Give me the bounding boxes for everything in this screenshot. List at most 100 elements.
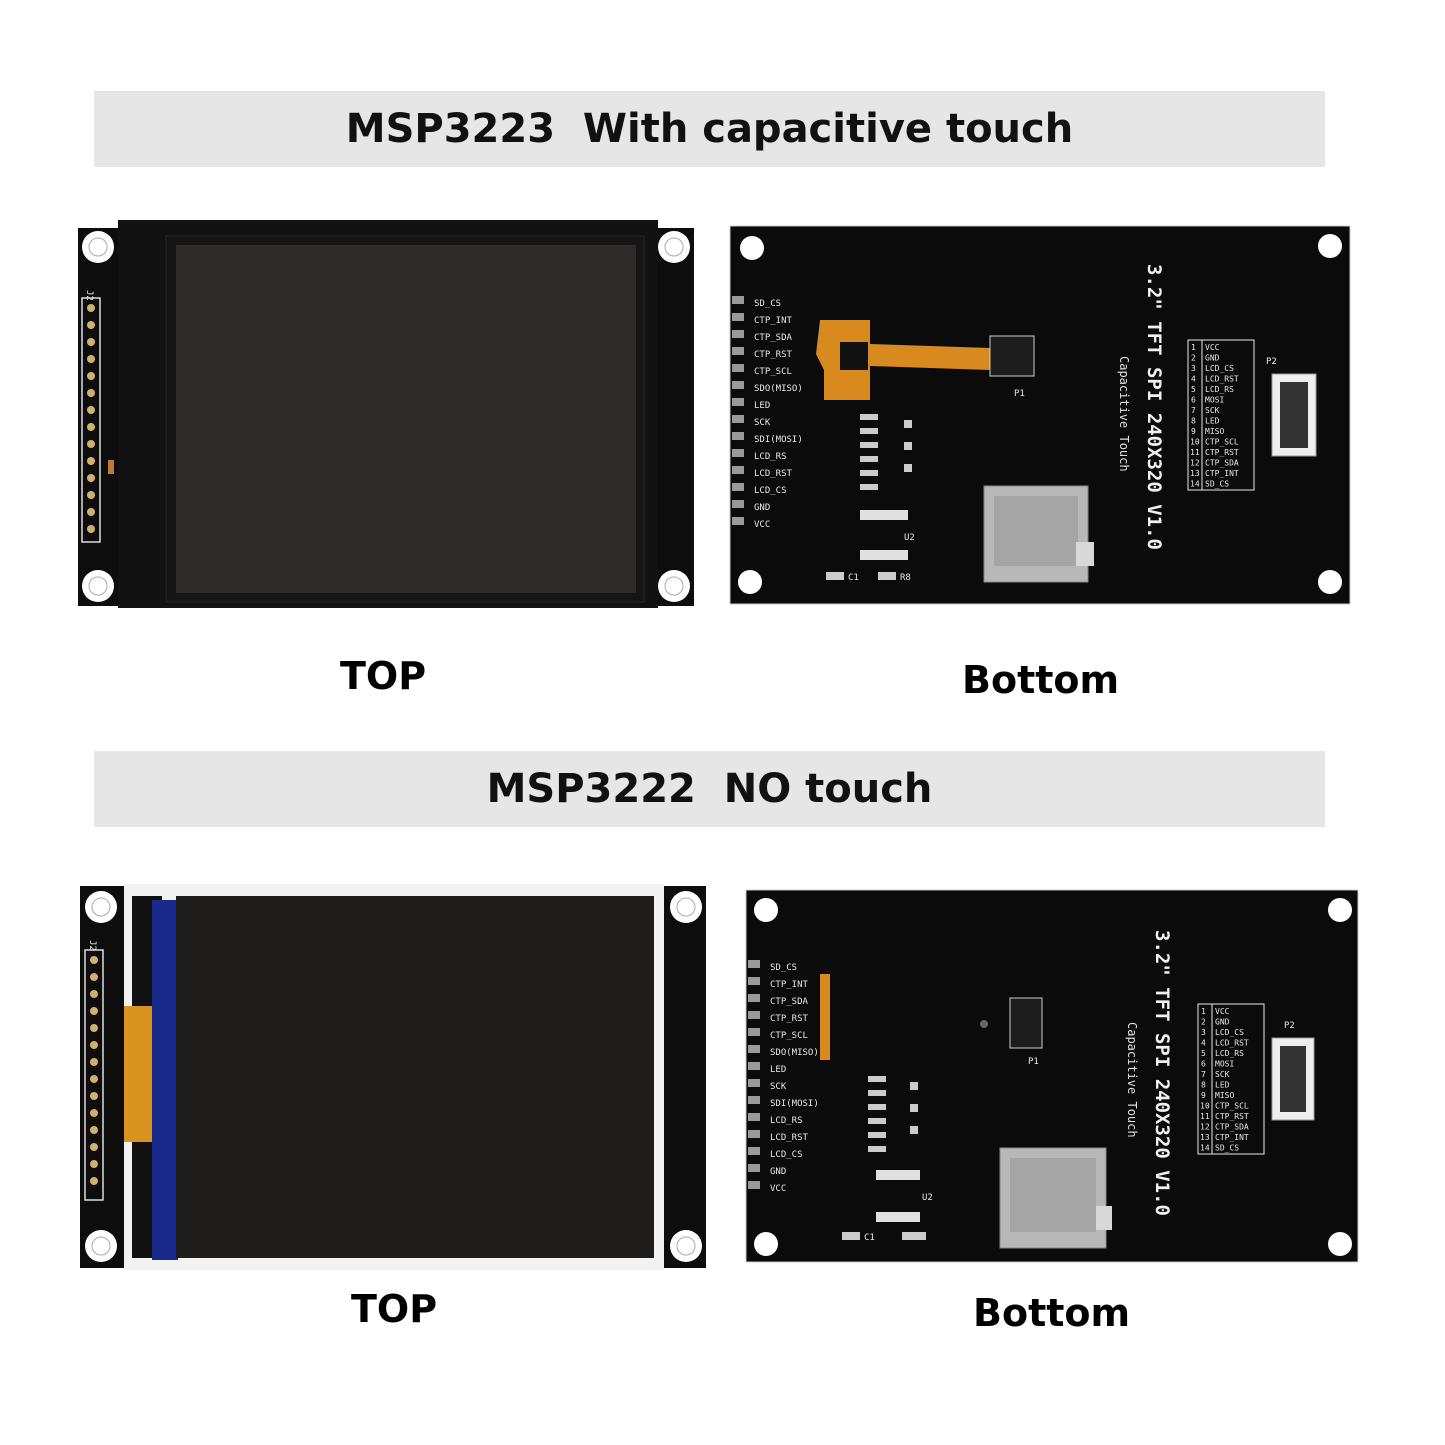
svg-text:CTP_INT: CTP_INT	[770, 980, 809, 990]
svg-text:5: 5	[1191, 385, 1196, 394]
svg-text:LCD_RS: LCD_RS	[1215, 1049, 1244, 1058]
svg-text:GND: GND	[770, 1167, 786, 1177]
svg-text:7: 7	[1191, 406, 1196, 415]
top-view-board-1: J2	[78, 220, 694, 608]
svg-text:GND: GND	[754, 503, 770, 513]
top-view-board-2: J2	[80, 884, 706, 1270]
pin-labels-right: VCC GND LCD_CS LCD_RST LCD_RS MOSI SCK L…	[1205, 343, 1239, 489]
svg-text:SDO(MISO): SDO(MISO)	[754, 384, 803, 394]
svg-text:14: 14	[1190, 480, 1200, 489]
svg-text:LCD_RS: LCD_RS	[1205, 385, 1234, 394]
section-1-bottom-label: Bottom	[962, 658, 1120, 702]
section-2-title: MSP3222 NO touch	[486, 766, 933, 812]
pin-table-right	[1197, 1003, 1265, 1155]
sd-card-slot	[999, 1147, 1112, 1249]
svg-text:CTP_SCL: CTP_SCL	[1215, 1102, 1249, 1111]
svg-text:MOSI: MOSI	[1215, 1060, 1234, 1069]
svg-text:8: 8	[1191, 417, 1196, 426]
svg-text:SCK: SCK	[770, 1082, 787, 1092]
label-p1: P1	[1028, 1057, 1039, 1067]
svg-text:LED: LED	[1215, 1081, 1230, 1090]
svg-text:SD_CS: SD_CS	[754, 299, 781, 309]
svg-text:CTP_SDA: CTP_SDA	[1205, 459, 1239, 468]
svg-text:LED: LED	[754, 401, 770, 411]
svg-text:CTP_SDA: CTP_SDA	[770, 997, 809, 1007]
pin-numbers-right: 1 2 3 4 5 6 7 8 9 10 11 12 13 14	[1190, 343, 1200, 489]
svg-text:SD_CS: SD_CS	[1215, 1144, 1239, 1153]
mounting-hole-icon	[738, 234, 1342, 594]
svg-text:13: 13	[1200, 1133, 1210, 1142]
pin-table-right	[1187, 339, 1255, 491]
mounting-hole-icon	[82, 231, 690, 602]
svg-text:LCD_RST: LCD_RST	[1205, 375, 1239, 384]
section-2-banner: MSP3222 NO touch	[94, 751, 1325, 827]
svg-text:1: 1	[1201, 1007, 1206, 1016]
lcd-screen	[176, 245, 636, 593]
fpc-connector-p1	[980, 997, 1043, 1049]
section-1-banner: MSP3223 With capacitive touch	[94, 91, 1325, 167]
svg-text:SDO(MISO): SDO(MISO)	[770, 1048, 819, 1058]
svg-text:MOSI: MOSI	[1205, 396, 1224, 405]
svg-text:VCC: VCC	[754, 520, 770, 530]
svg-text:LED: LED	[770, 1065, 786, 1075]
smd-components	[826, 414, 912, 580]
svg-text:GND: GND	[1215, 1018, 1230, 1027]
pin-labels-right: VCC GND LCD_CS LCD_RST LCD_RS MOSI SCK L…	[1215, 1007, 1249, 1153]
smd-components	[842, 1076, 926, 1240]
svg-text:10: 10	[1200, 1102, 1210, 1111]
header-label-j2: J2	[87, 940, 97, 951]
fpc-connector-p2	[1271, 373, 1317, 457]
svg-text:VCC: VCC	[1205, 343, 1220, 352]
svg-text:CTP_INT: CTP_INT	[754, 316, 793, 326]
svg-text:4: 4	[1191, 375, 1196, 384]
svg-text:LCD_RST: LCD_RST	[754, 469, 793, 479]
svg-text:12: 12	[1200, 1123, 1210, 1132]
svg-text:CTP_INT: CTP_INT	[1215, 1133, 1249, 1142]
svg-text:5: 5	[1201, 1049, 1206, 1058]
board-touch-text: Capacitive Touch	[1117, 356, 1131, 472]
pin-header	[81, 297, 101, 543]
label-p2: P2	[1284, 1021, 1295, 1031]
svg-text:LCD_CS: LCD_CS	[770, 1150, 803, 1160]
svg-text:LCD_CS: LCD_CS	[754, 486, 787, 496]
section-2-bottom-label: Bottom	[973, 1291, 1131, 1335]
board-model-text: 3.2" TFT SPI 240X320 V1.0	[1143, 264, 1165, 550]
svg-text:SD_CS: SD_CS	[1205, 480, 1229, 489]
pin-numbers-right: 1 2 3 4 5 6 7 8 9 10 11 12 13 14	[1200, 1007, 1210, 1153]
svg-text:4: 4	[1201, 1039, 1206, 1048]
svg-text:12: 12	[1190, 459, 1200, 468]
section-2-top-label: TOP	[351, 1287, 438, 1331]
svg-text:8: 8	[1201, 1081, 1206, 1090]
svg-text:MISO: MISO	[1215, 1091, 1234, 1100]
pin-labels-left: SD_CS CTP_INT CTP_SDA CTP_RST CTP_SCL SD…	[754, 299, 803, 530]
fpc-connector-p2	[1271, 1037, 1315, 1121]
svg-text:1: 1	[1191, 343, 1196, 352]
sd-card-slot	[983, 485, 1094, 583]
svg-text:7: 7	[1201, 1070, 1206, 1079]
svg-text:LCD_RST: LCD_RST	[1215, 1039, 1249, 1048]
svg-text:CTP_SCL: CTP_SCL	[770, 1031, 808, 1041]
svg-text:VCC: VCC	[770, 1184, 786, 1194]
svg-text:11: 11	[1200, 1112, 1210, 1121]
svg-text:SCK: SCK	[754, 418, 771, 428]
label-p1: P1	[1014, 389, 1025, 399]
svg-text:LCD_RST: LCD_RST	[770, 1133, 809, 1143]
svg-text:CTP_SCL: CTP_SCL	[754, 367, 792, 377]
svg-text:VCC: VCC	[1215, 1007, 1230, 1016]
svg-text:SCK: SCK	[1215, 1070, 1230, 1079]
section-1-top-label: TOP	[340, 654, 427, 698]
svg-text:14: 14	[1200, 1144, 1210, 1153]
svg-text:LED: LED	[1205, 417, 1220, 426]
svg-text:9: 9	[1191, 427, 1196, 436]
svg-text:CTP_SDA: CTP_SDA	[754, 333, 793, 343]
svg-text:CTP_RST: CTP_RST	[1215, 1112, 1249, 1121]
svg-text:10: 10	[1190, 438, 1200, 447]
pin-labels-left: SD_CS CTP_INT CTP_SDA CTP_RST CTP_SCL SD…	[770, 963, 819, 1194]
section-1-title: MSP3223 With capacitive touch	[345, 106, 1074, 152]
bottom-view-board-1: SD_CS CTP_INT CTP_SDA CTP_RST CTP_SCL SD…	[729, 225, 1351, 605]
label-p2: P2	[1266, 357, 1277, 367]
svg-text:CTP_RST: CTP_RST	[770, 1014, 809, 1024]
svg-text:LCD_CS: LCD_CS	[1215, 1028, 1244, 1037]
svg-text:SCK: SCK	[1205, 406, 1220, 415]
svg-text:6: 6	[1201, 1060, 1206, 1069]
